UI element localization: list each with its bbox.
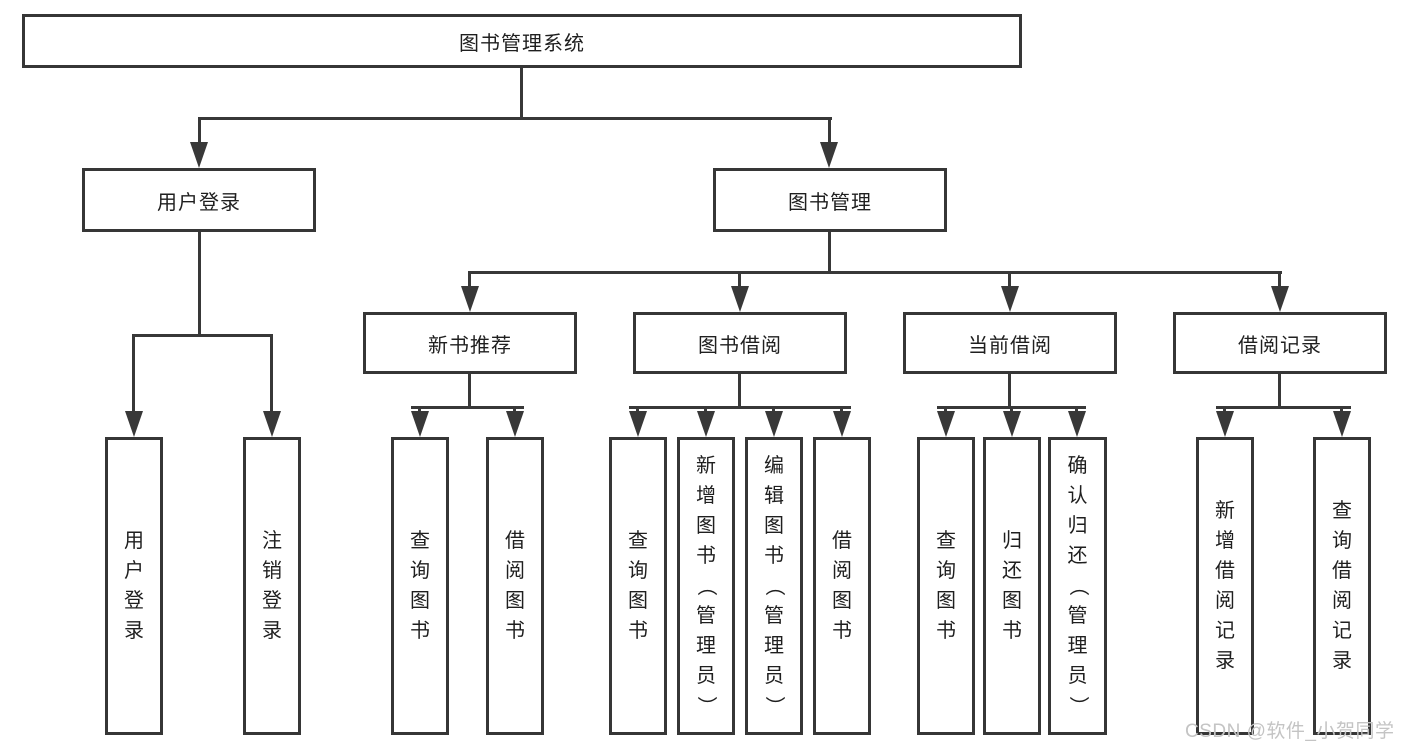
arrowhead-down-icon: [1216, 411, 1234, 437]
arrowhead-down-icon: [1333, 411, 1351, 437]
connector-line: [198, 232, 201, 337]
connector-line: [132, 334, 273, 337]
node-logout: 注销登录: [243, 437, 301, 735]
connector-line: [828, 117, 831, 147]
arrowhead-down-icon: [629, 411, 647, 437]
node-user-login: 用户登录: [82, 168, 316, 232]
connector-line: [738, 271, 741, 289]
arrowhead-down-icon: [125, 411, 143, 437]
node-user-login-leaf: 用户登录: [105, 437, 163, 735]
arrowhead-down-icon: [731, 286, 749, 312]
connector-line: [468, 374, 471, 409]
node-borrow-books-recommend: 借阅图书: [486, 437, 544, 735]
node-add-borrow-record: 新增借阅记录: [1196, 437, 1254, 735]
connector-line: [629, 406, 851, 409]
arrowhead-down-icon: [1003, 411, 1021, 437]
node-library-management-system: 图书管理系统: [22, 14, 1022, 68]
node-current-borrowing: 当前借阅: [903, 312, 1117, 374]
arrowhead-down-icon: [765, 411, 783, 437]
connector-line: [1216, 406, 1351, 409]
node-query-books-borrowing: 查询图书: [609, 437, 667, 735]
connector-line: [468, 271, 1282, 274]
arrowhead-down-icon: [411, 411, 429, 437]
connector-line: [198, 117, 201, 147]
arrowhead-down-icon: [833, 411, 851, 437]
connector-line: [738, 374, 741, 409]
watermark: CSDN @软件_小贺同学: [1185, 721, 1395, 742]
node-edit-books-admin: 编辑图书（管理员）: [745, 437, 803, 735]
arrowhead-down-icon: [190, 142, 208, 168]
connector-line: [270, 334, 273, 412]
connector-line: [1278, 271, 1281, 289]
arrowhead-down-icon: [1271, 286, 1289, 312]
node-book-borrowing: 图书借阅: [633, 312, 847, 374]
connector-line: [1008, 374, 1011, 409]
arrowhead-down-icon: [263, 411, 281, 437]
connector-line: [468, 271, 471, 289]
connector-line: [828, 232, 831, 274]
arrowhead-down-icon: [1068, 411, 1086, 437]
node-query-borrow-record: 查询借阅记录: [1313, 437, 1371, 735]
arrowhead-down-icon: [1001, 286, 1019, 312]
node-confirm-return-admin: 确认归还（管理员）: [1048, 437, 1107, 735]
arrowhead-down-icon: [937, 411, 955, 437]
node-query-books-current: 查询图书: [917, 437, 975, 735]
node-book-management: 图书管理: [713, 168, 947, 232]
node-borrow-books-borrowing: 借阅图书: [813, 437, 871, 735]
connector-line: [411, 406, 524, 409]
node-query-books-recommend: 查询图书: [391, 437, 449, 735]
node-add-books-admin: 新增图书（管理员）: [677, 437, 735, 735]
connector-line: [1278, 374, 1281, 409]
node-new-book-recommendation: 新书推荐: [363, 312, 577, 374]
node-borrowing-records: 借阅记录: [1173, 312, 1387, 374]
arrowhead-down-icon: [506, 411, 524, 437]
arrowhead-down-icon: [697, 411, 715, 437]
arrowhead-down-icon: [820, 142, 838, 168]
node-return-books: 归还图书: [983, 437, 1041, 735]
connector-line: [520, 68, 523, 120]
arrowhead-down-icon: [461, 286, 479, 312]
connector-line: [1008, 271, 1011, 289]
connector-line: [132, 334, 135, 412]
connector-line: [198, 117, 832, 120]
